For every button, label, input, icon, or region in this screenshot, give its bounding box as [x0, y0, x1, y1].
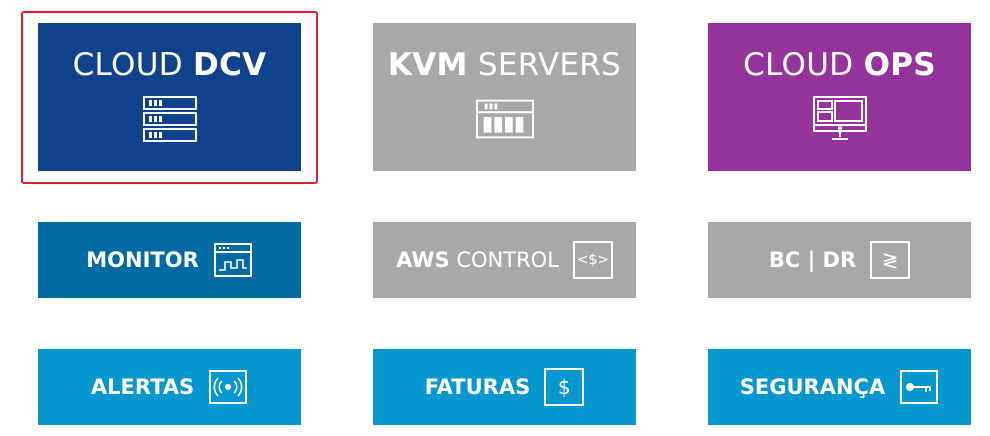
aws-control-tile[interactable]: AWS CONTROL <$> [373, 222, 636, 298]
cloud-dcv-label-light: CLOUD [72, 47, 194, 83]
dollar-icon-text: $ [557, 375, 571, 399]
dollar-icon: $ [544, 368, 585, 406]
kvm-servers-label-bold: KVM [387, 47, 468, 83]
monitor-tile[interactable]: MONITOR [38, 222, 301, 298]
aws-control-label: AWS CONTROL [396, 248, 559, 272]
code-dollar-icon-text: <$> [576, 252, 610, 268]
kvm-servers-label-light: SERVERS [467, 47, 622, 83]
selected-tile-highlight [21, 11, 318, 184]
cloud-dcv-label-bold: DCV [193, 47, 267, 83]
cloud-ops-label: CLOUD OPS [743, 47, 936, 83]
key-icon [899, 368, 939, 406]
recovery-icon-text: ≷ [881, 248, 899, 272]
bc-dr-tile[interactable]: BC | DR ≷ [708, 222, 971, 298]
bc-dr-label: BC | DR [768, 248, 857, 272]
server-blade-icon [475, 95, 535, 143]
server-rack-icon [140, 95, 200, 143]
monitor-label: MONITOR [86, 248, 199, 272]
monitor-graph-icon [213, 241, 253, 279]
seguranca-label: SEGURANÇA [739, 375, 886, 399]
alertas-label: ALERTAS [90, 375, 195, 399]
faturas-label: FATURAS [424, 375, 531, 399]
kvm-servers-label: KVM SERVERS [388, 47, 621, 83]
cloud-dcv-tile[interactable]: CLOUD DCV [38, 23, 301, 171]
seguranca-tile[interactable]: SEGURANÇA [708, 349, 971, 425]
faturas-tile[interactable]: FATURAS $ [373, 349, 636, 425]
recovery-icon: ≷ [870, 241, 911, 279]
aws-control-label-light: CONTROL [449, 248, 559, 272]
cloud-ops-label-bold: OPS [863, 47, 936, 83]
broadcast-icon [208, 368, 248, 406]
kvm-servers-tile[interactable]: KVM SERVERS [373, 23, 636, 171]
cloud-ops-tile[interactable]: CLOUD OPS [708, 23, 971, 171]
cloud-dcv-label: CLOUD DCV [73, 47, 267, 83]
code-dollar-icon: <$> [572, 241, 613, 279]
aws-control-label-bold: AWS [396, 248, 450, 272]
cloud-ops-label-light: CLOUD [743, 47, 864, 83]
alertas-tile[interactable]: ALERTAS [38, 349, 301, 425]
monitor-icon [810, 95, 870, 143]
